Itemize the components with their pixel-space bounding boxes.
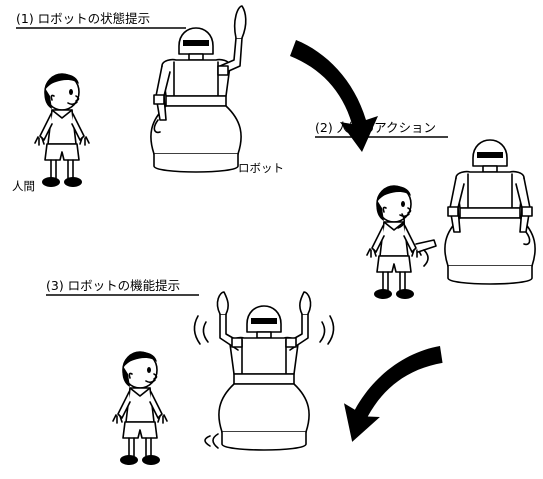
motion-lines-icon [423, 249, 429, 267]
robot-figure-1 [150, 5, 247, 173]
step-1-title: (1) ロボットの状態提示 [16, 11, 150, 26]
robot-figure-3 [216, 291, 312, 451]
human-figure-3 [112, 351, 168, 466]
step-2-title: (2) 人間のアクション [315, 120, 436, 135]
curved-arrow-2 [336, 328, 446, 457]
step-3-title: (3) ロボットの機能提示 [46, 278, 180, 293]
step-1: (1) ロボットの状態提示 人間 ロボット [12, 5, 378, 193]
step-2: (2) 人間のアクション [315, 120, 536, 300]
human-figure-2 [366, 185, 437, 300]
curved-arrow-1 [290, 40, 378, 152]
robot-label: ロボット [238, 161, 284, 175]
human-figure-1 [34, 73, 90, 188]
human-label: 人間 [12, 179, 35, 193]
robot-figure-2 [444, 139, 536, 285]
step-3: (3) ロボットの機能提示 [46, 278, 446, 466]
motion-lines-icon [193, 315, 335, 449]
